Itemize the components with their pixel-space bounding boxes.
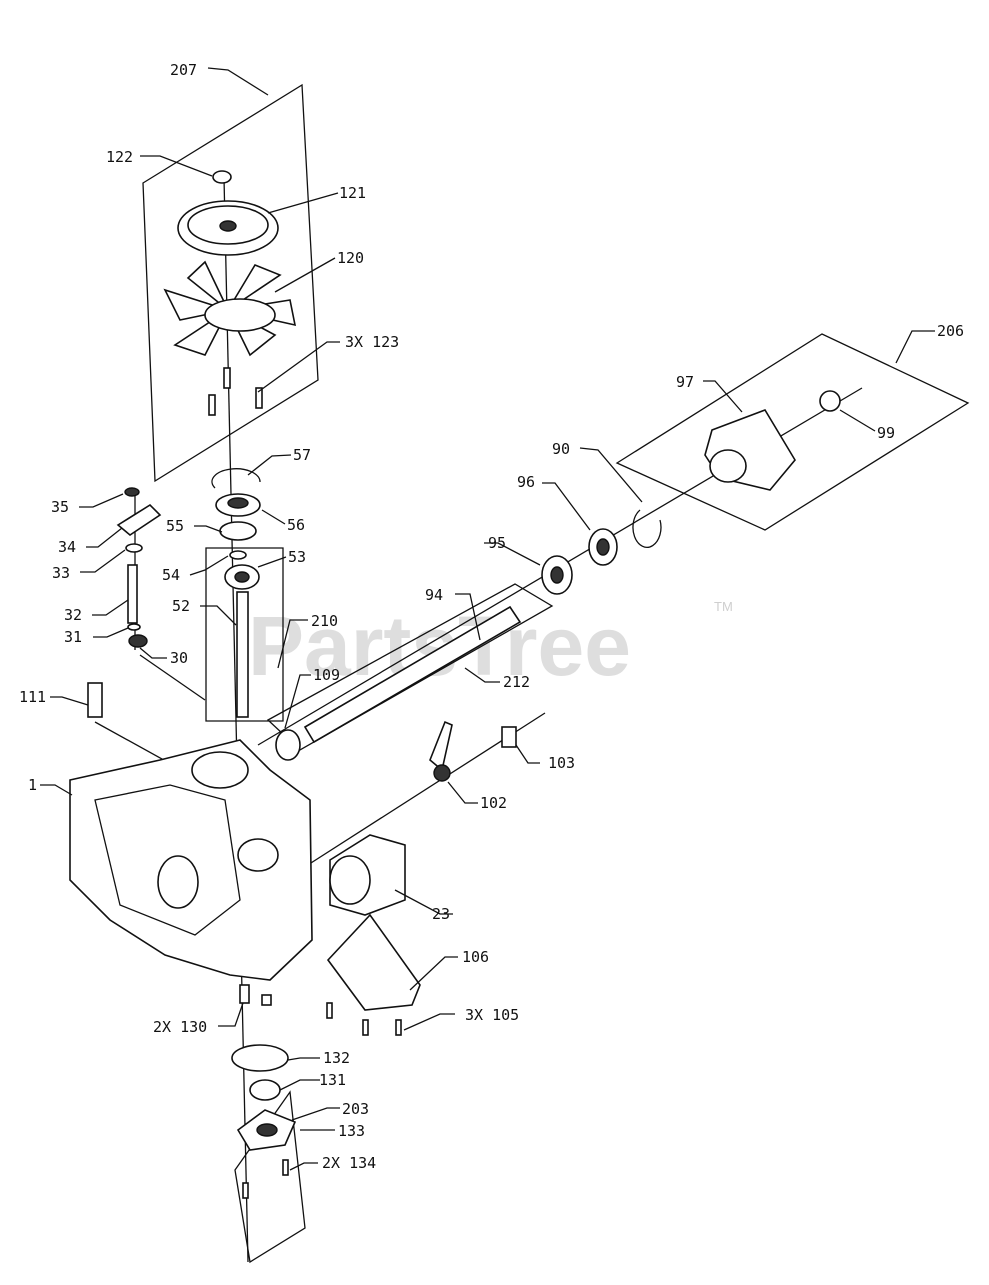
callout-34: 34: [58, 538, 76, 556]
callout-121: 121: [339, 184, 366, 202]
callout-97: 97: [676, 373, 694, 391]
leader-lines: [40, 67, 935, 1171]
callout-111: 111: [19, 688, 46, 706]
part-52-input-shaft: [236, 591, 249, 718]
callout-31: 31: [64, 628, 82, 646]
callout-30: 30: [170, 649, 188, 667]
callout-32: 32: [64, 606, 82, 624]
part-109-seal: [275, 729, 301, 761]
callout-103: 103: [548, 754, 575, 772]
part-130-plug: [239, 984, 250, 1004]
vertical-axis-line: [223, 177, 249, 1263]
part-30-seal: [128, 634, 148, 648]
callout-122: 122: [106, 148, 133, 166]
callout-133: 133: [338, 1122, 365, 1140]
callout-95: 95: [488, 534, 506, 552]
callout-206: 206: [937, 322, 964, 340]
part-55-ring: [219, 521, 257, 541]
watermark-brand: PartsTree: [248, 599, 631, 693]
callout-132: 132: [323, 1049, 350, 1067]
callout-2x-130: 2X 130: [153, 1018, 207, 1036]
part-33-ring: [125, 543, 143, 553]
part-90-snap-ring: [632, 509, 662, 548]
axis-line-30: [139, 654, 206, 701]
callout-54: 54: [162, 566, 180, 584]
callout-90: 90: [552, 440, 570, 458]
callout-33: 33: [52, 564, 70, 582]
callout-3x-105: 3X 105: [465, 1006, 519, 1024]
part-102-arm: [429, 720, 453, 772]
callout-35: 35: [51, 498, 69, 516]
part-134-bolts: [242, 1159, 289, 1199]
part-111-sensor: [87, 682, 103, 718]
part-106-guard: [326, 913, 421, 1011]
callout-99: 99: [877, 424, 895, 442]
part-1-housing: [69, 739, 313, 981]
part-121-hub: [219, 220, 237, 232]
callout-2x-134: 2X 134: [322, 1154, 376, 1172]
callout-94: 94: [425, 586, 443, 604]
callout-57: 57: [293, 446, 311, 464]
callout-131: 131: [319, 1071, 346, 1089]
callout-212: 212: [503, 673, 530, 691]
callout-52: 52: [172, 597, 190, 615]
assembly-box-206: [615, 333, 970, 531]
callout-207: 207: [170, 61, 197, 79]
part-94-axle: [303, 605, 522, 744]
part-131-bearing: [249, 1079, 281, 1101]
part-120-fan: [163, 260, 297, 357]
callout-56: 56: [287, 516, 305, 534]
part-54-ring: [229, 550, 247, 560]
part-103-bracket: [501, 726, 517, 748]
part-34-arm: [116, 503, 162, 536]
callout-203: 203: [342, 1100, 369, 1118]
callout-109: 109: [313, 666, 340, 684]
part-31-ring: [127, 623, 141, 631]
part-122-nut: [212, 170, 232, 184]
callout-210: 210: [311, 612, 338, 630]
part-32-pin: [127, 564, 138, 624]
watermark-trademark: TM: [714, 599, 733, 614]
part-35-washer: [124, 487, 140, 497]
assembly-box-207: [142, 83, 319, 483]
callout-55: 55: [166, 517, 184, 535]
callout-106: 106: [462, 948, 489, 966]
callout-3x-123: 3X 123: [345, 333, 399, 351]
part-57-snap-ring: [211, 468, 261, 489]
callout-96: 96: [517, 473, 535, 491]
callout-53: 53: [288, 548, 306, 566]
callout-23: 23: [432, 905, 450, 923]
part-132-o-ring: [231, 1044, 289, 1072]
part-123-bolts: [208, 367, 263, 416]
callout-1: 1: [28, 776, 37, 794]
part-105-bolts: [326, 1002, 402, 1036]
assembly-box-210: [205, 547, 284, 722]
callout-120: 120: [337, 249, 364, 267]
callout-102: 102: [480, 794, 507, 812]
part-99-nut: [819, 390, 841, 412]
